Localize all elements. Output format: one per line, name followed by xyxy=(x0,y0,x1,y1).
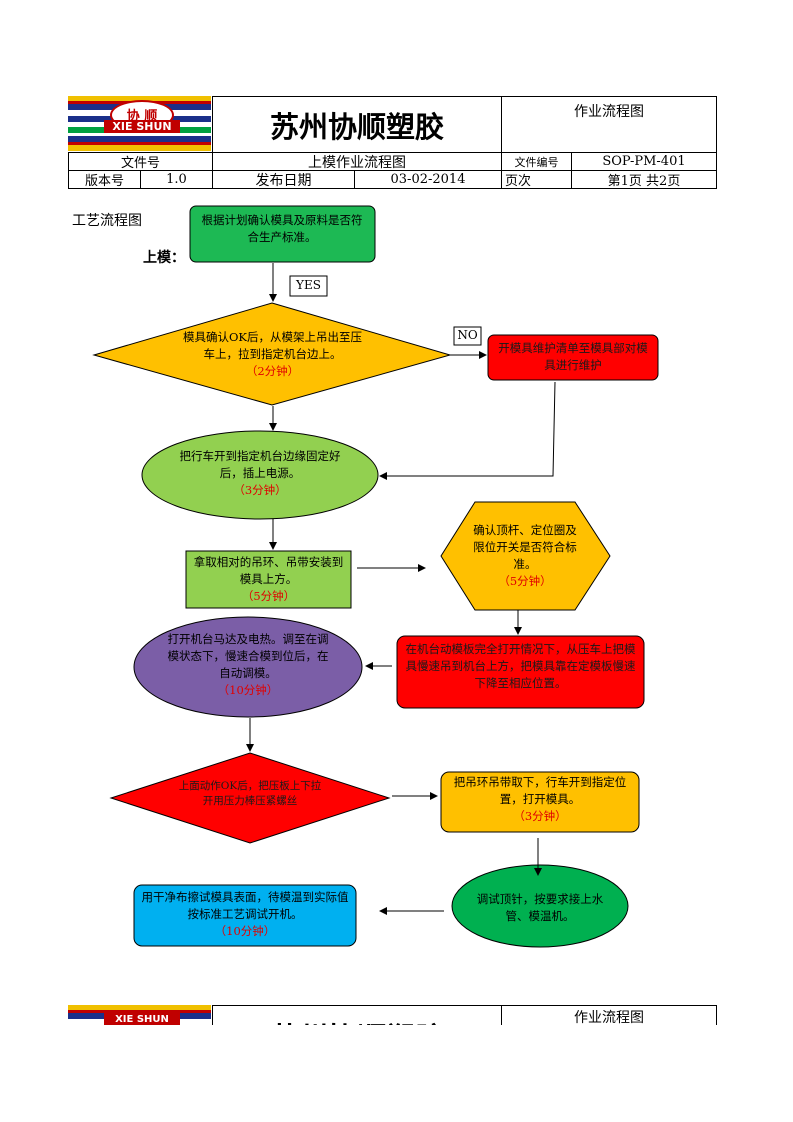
company-name: 苏州协顺塑胶 xyxy=(269,110,444,144)
step7-ellipse xyxy=(133,616,363,718)
step9-box xyxy=(440,771,640,833)
start-box xyxy=(189,205,376,263)
logo-glyphs: 协 顺 xyxy=(126,108,158,124)
step10-ellipse xyxy=(451,864,629,948)
logo-band-text: XIE SHUN xyxy=(104,120,180,133)
step11-time: （10分钟） xyxy=(214,924,276,938)
step9-time: （3分钟） xyxy=(513,809,567,823)
step5-desc: 确认顶杆、定位圈及限位开关是否符合标准。 xyxy=(473,523,577,571)
yes-label: YES xyxy=(296,278,321,292)
step2-diamond xyxy=(92,302,452,406)
step6-box xyxy=(396,635,645,709)
next-company-name: 苏州协顺塑胶 xyxy=(212,1015,502,1025)
step5-hexagon xyxy=(440,501,611,611)
next-doc-type: 作业流程图 xyxy=(574,1010,644,1025)
step4-desc: 拿取相对的吊环、吊带安装到模具上方。 xyxy=(193,555,344,586)
step3-text: 把行车开到指定机台边缘固定好后，插上电源。 （3分钟） xyxy=(172,448,348,499)
repair-text: 开模具维护清单至模具部对模具进行维护 xyxy=(498,341,648,372)
company-logo: 协 顺 XIE SHUN xyxy=(68,96,211,151)
section-sub: 上模： xyxy=(143,250,185,266)
no-label-box xyxy=(453,326,482,346)
step6-text: 在机台动模板完全打开情况下，从压车上把模具慢速吊到机台上方，把模具靠在定模板慢速… xyxy=(405,642,636,690)
arrow-repair-step3 xyxy=(379,381,556,480)
step2-desc: 模具确认OK后，从模架上吊出至压车上，拉到指定机台边上。 xyxy=(182,330,363,361)
step7-desc: 打开机台马达及电热。调至在调模状态下，慢速合模到位后，在自动调模。 xyxy=(167,632,329,680)
step11-desc: 用干净布擦试模具表面，待模温到实际值按标准工艺调试开机。 xyxy=(141,890,349,921)
step5-time: （5分钟） xyxy=(498,574,552,588)
repair-box xyxy=(487,334,659,381)
step3-desc: 把行车开到指定机台边缘固定好后，插上电源。 xyxy=(179,449,341,480)
step4-box xyxy=(185,550,352,609)
step2-text: 模具确认OK后，从模架上吊出至压车上，拉到指定机台边上。 （2分钟） xyxy=(180,329,365,380)
next-page-header: XIE SHUN 苏州协顺塑胶 作业流程图 xyxy=(0,1000,793,1025)
step11-box xyxy=(133,884,357,947)
next-page-logo: XIE SHUN xyxy=(68,1005,211,1025)
page-count: 第1页 共2页 xyxy=(571,170,717,189)
step10-text: 调试顶针，按要求接上水管、模温机。 xyxy=(476,892,604,923)
step8-diamond xyxy=(109,752,391,844)
step2-time: （2分钟） xyxy=(245,364,300,378)
step7-time: （10分钟） xyxy=(217,683,279,697)
no-label: NO xyxy=(457,328,478,342)
step8-text: 上面动作OK后，把压板上下拉开用压力棒压紧螺丝 xyxy=(178,780,322,807)
step5-text: 确认顶杆、定位圈及限位开关是否符合标准。 （5分钟） xyxy=(470,522,580,590)
yes-label-box xyxy=(289,275,328,297)
doc-type: 作业流程图 xyxy=(574,104,644,120)
step4-time: （5分钟） xyxy=(241,589,296,603)
step3-time: （3分钟） xyxy=(233,483,287,497)
step3-ellipse xyxy=(141,430,379,520)
step9-desc: 把吊环吊带取下，行车开到指定位置，打开模具。 xyxy=(453,775,627,806)
step9-text: 把吊环吊带取下，行车开到指定位置，打开模具。 （3分钟） xyxy=(446,774,634,825)
step4-text: 拿取相对的吊环、吊带安装到模具上方。 （5分钟） xyxy=(190,554,347,605)
step11-text: 用干净布擦试模具表面，待模温到实际值按标准工艺调试开机。 （10分钟） xyxy=(140,889,350,940)
step7-text: 打开机台马达及电热。调至在调模状态下，慢速合模到位后，在自动调模。 （10分钟） xyxy=(164,631,332,699)
section-label: 工艺流程图 xyxy=(72,213,142,229)
start-text: 根据计划确认模具及原料是否符合生产标准。 xyxy=(201,213,363,244)
next-logo-band: XIE SHUN xyxy=(104,1013,180,1025)
